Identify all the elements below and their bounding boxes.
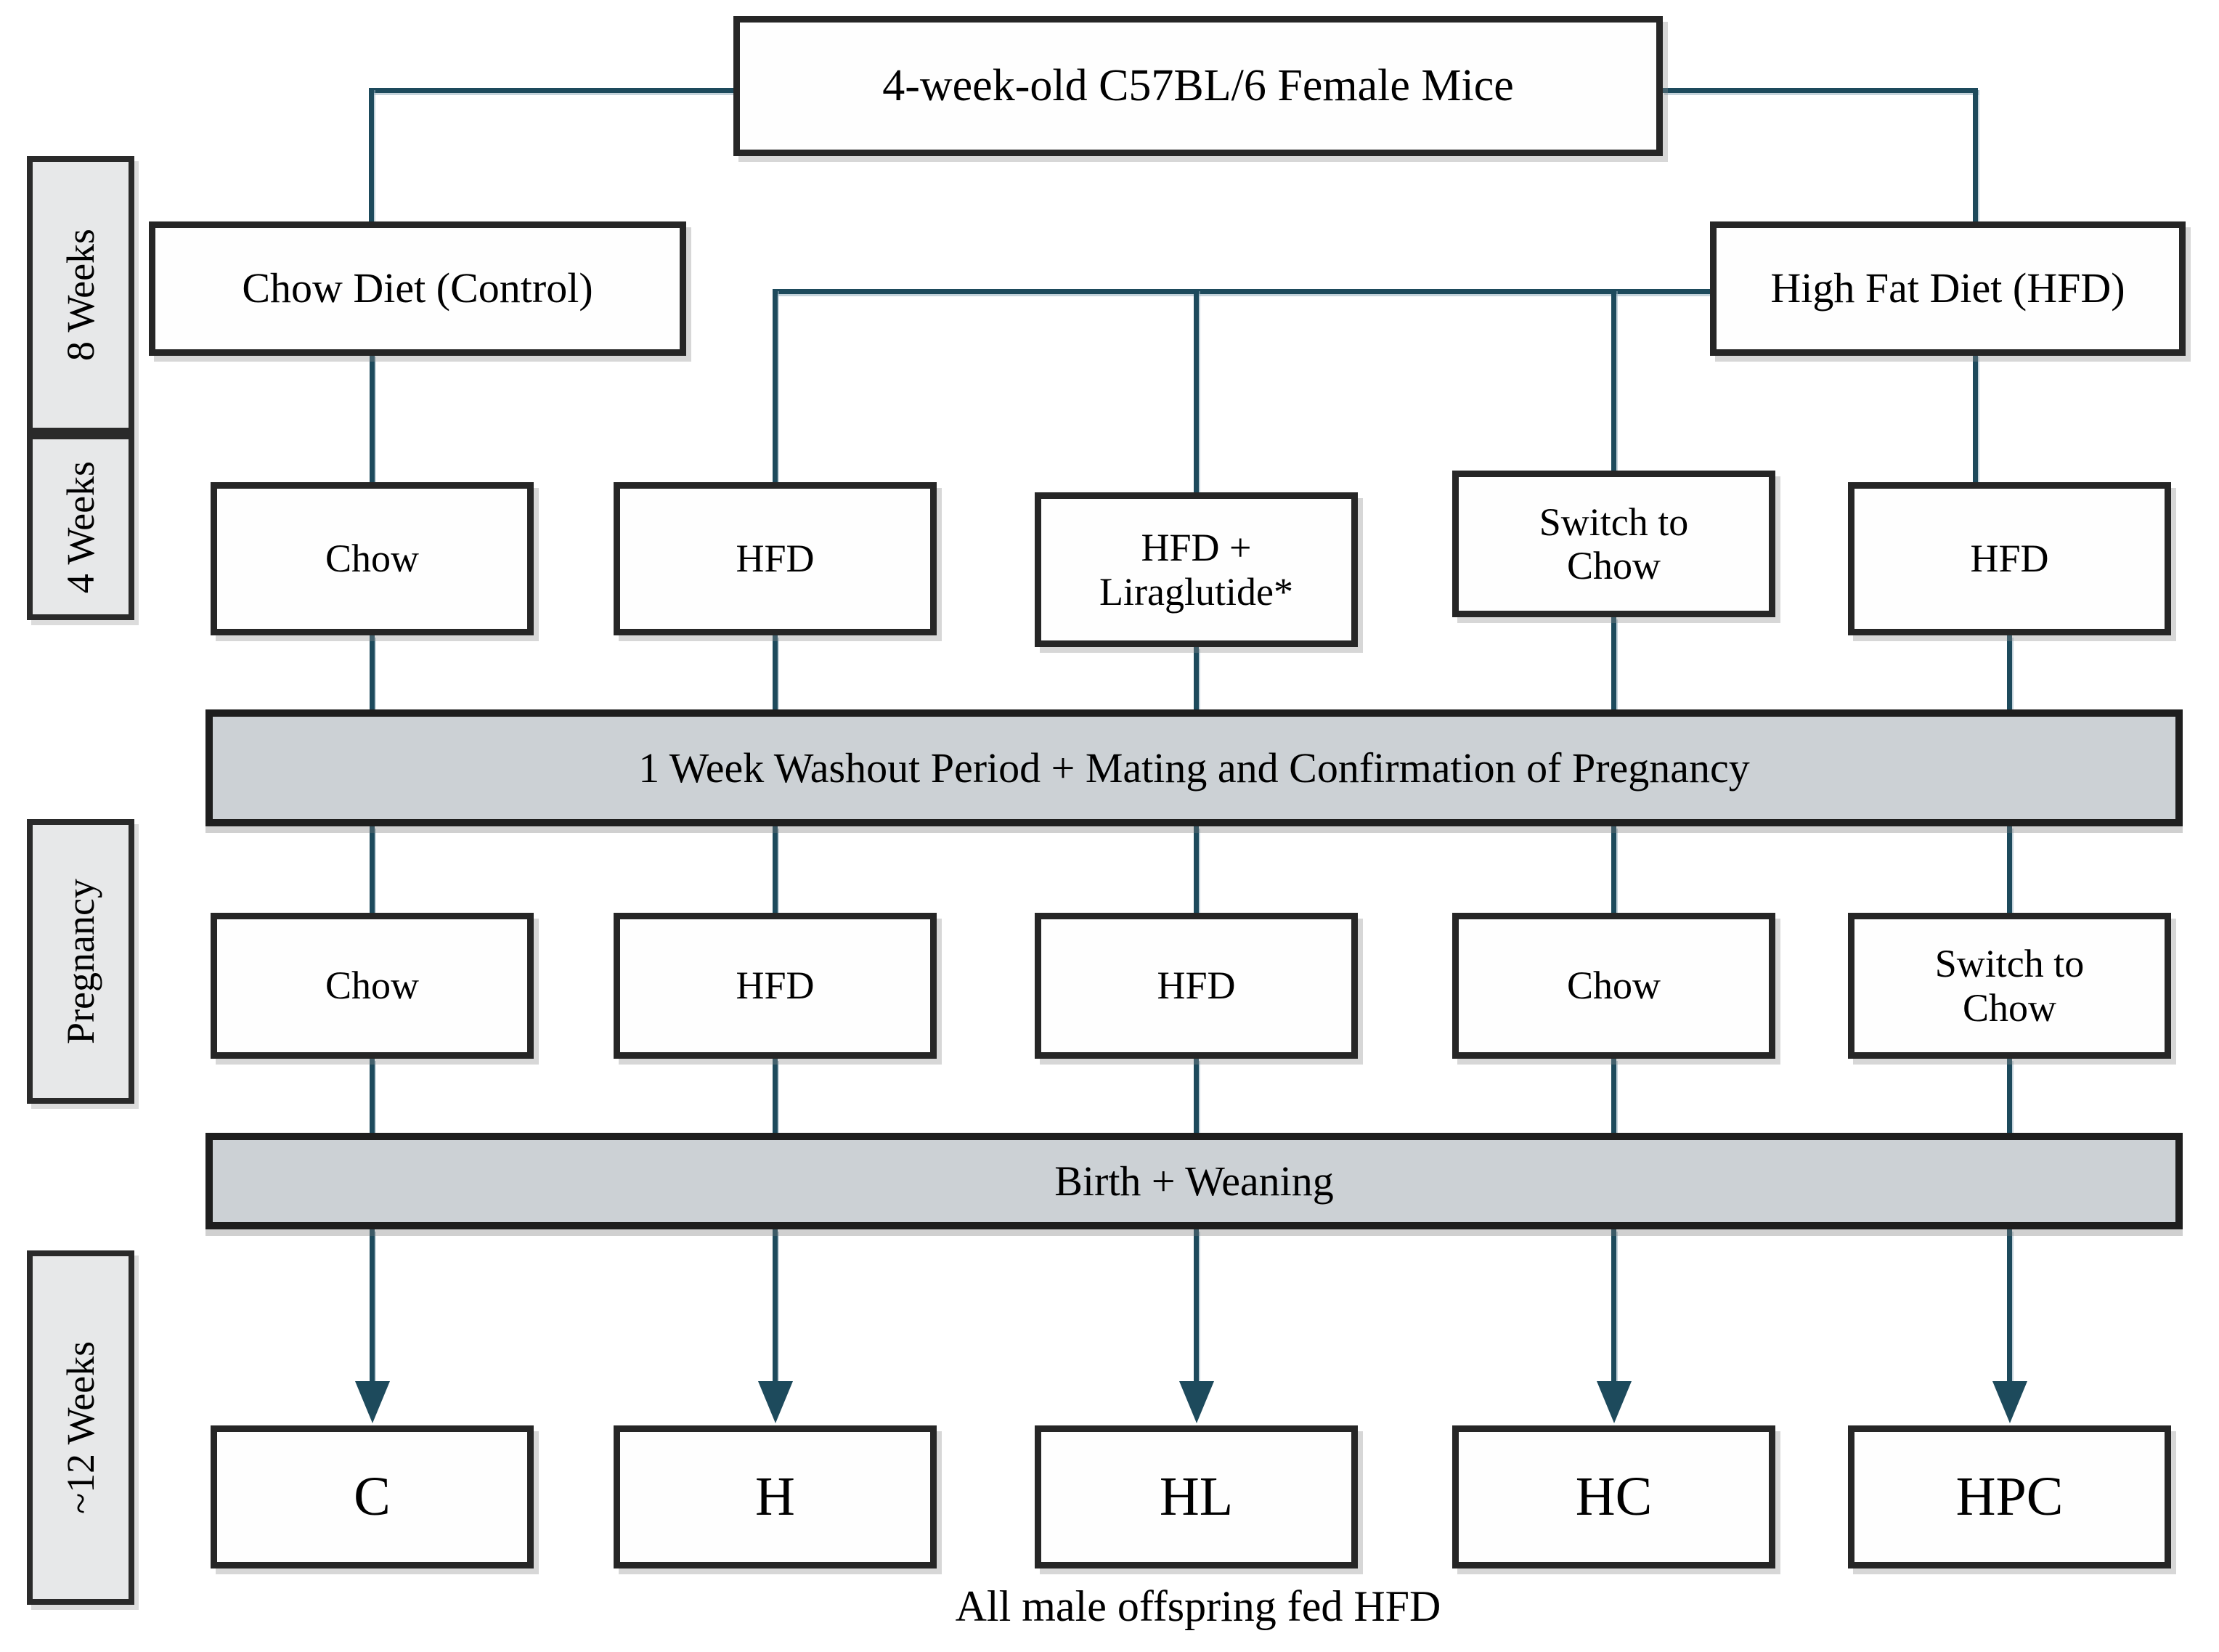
box-label: Chow bbox=[1566, 964, 1661, 1008]
box-label: Chow Diet (Control) bbox=[242, 264, 593, 312]
box-pregnancy-hfd-2: HFD bbox=[1035, 913, 1358, 1059]
connector-col2-washout-pregnancy bbox=[773, 826, 778, 913]
timeline-label-4-weeks: 4 Weeks bbox=[27, 434, 134, 620]
connector-hfd-branch-horizontal bbox=[773, 289, 1711, 294]
connector-top-right-horizontal bbox=[1663, 88, 1978, 93]
box-phase2-hfd-continued: HFD bbox=[1848, 482, 2171, 635]
group-box-hc: HC bbox=[1452, 1425, 1775, 1568]
box-label: HFD bbox=[736, 537, 815, 581]
arrow-head-icon bbox=[1992, 1381, 2027, 1423]
timeline-label-pregnancy: Pregnancy bbox=[27, 819, 134, 1104]
arrow-shaft-col4 bbox=[1611, 1229, 1616, 1386]
box-chow-diet-control: Chow Diet (Control) bbox=[149, 221, 686, 356]
timeline-label-text: ~12 Weeks bbox=[59, 1340, 102, 1515]
box-phase2-chow: Chow bbox=[211, 482, 534, 635]
group-box-h: H bbox=[614, 1425, 937, 1568]
connector-col5-pregnancy-birth bbox=[2007, 1059, 2012, 1134]
timeline-label-text: Pregnancy bbox=[59, 879, 103, 1044]
connector-col3-washout-pregnancy bbox=[1194, 826, 1199, 913]
timeline-label-text: 4 Weeks bbox=[59, 460, 102, 593]
group-label: C bbox=[354, 1465, 391, 1527]
offspring-caption: All male offspring fed HFD bbox=[955, 1582, 1441, 1630]
connector-col2-drop bbox=[773, 289, 778, 482]
connector-col3-pregnancy-birth bbox=[1194, 1059, 1199, 1134]
connector-col4-drop bbox=[1611, 289, 1616, 472]
connector-col4-pregnancy-birth bbox=[1611, 1059, 1616, 1134]
group-box-hl: HL bbox=[1035, 1425, 1358, 1568]
arrow-shaft-col3 bbox=[1194, 1229, 1199, 1386]
connector-col1-to-washout bbox=[370, 635, 375, 711]
bar-label: Birth + Weaning bbox=[1054, 1157, 1334, 1205]
box-label: HFD bbox=[736, 964, 815, 1008]
box-label: Switch to Chow bbox=[1539, 500, 1689, 587]
box-label: HFD bbox=[1970, 537, 2049, 581]
box-high-fat-diet: High Fat Diet (HFD) bbox=[1710, 221, 2186, 356]
box-phase2-switch-to-chow: Switch to Chow bbox=[1452, 471, 1775, 617]
box-phase2-hfd: HFD bbox=[614, 482, 937, 635]
connector-col2-to-washout bbox=[773, 635, 778, 711]
connector-col5-to-washout bbox=[2007, 635, 2012, 711]
birth-weaning-bar: Birth + Weaning bbox=[205, 1133, 2183, 1229]
connector-col5-washout-pregnancy bbox=[2007, 826, 2012, 913]
connector-col1-washout-pregnancy bbox=[370, 826, 375, 913]
box-pregnancy-switch-to-chow: Switch to Chow bbox=[1848, 913, 2171, 1059]
arrow-shaft-col2 bbox=[773, 1229, 778, 1386]
box-label: High Fat Diet (HFD) bbox=[1770, 264, 2125, 312]
title-box: 4-week-old C57BL/6 Female Mice bbox=[733, 16, 1663, 156]
arrow-head-icon bbox=[758, 1381, 793, 1423]
connector-col3-to-washout bbox=[1194, 647, 1199, 711]
box-phase2-hfd-liraglutide: HFD + Liraglutide* bbox=[1035, 492, 1358, 647]
connector-col5-phase1-phase2 bbox=[1973, 354, 1978, 482]
box-label: Chow bbox=[325, 964, 419, 1008]
box-label: HFD + Liraglutide* bbox=[1099, 526, 1293, 614]
box-label: Switch to Chow bbox=[1934, 942, 2085, 1030]
box-label: HFD bbox=[1157, 964, 1236, 1008]
connector-top-right-vertical bbox=[1973, 88, 1978, 223]
connector-col1-phase1-phase2 bbox=[370, 354, 375, 482]
group-box-hpc: HPC bbox=[1848, 1425, 2171, 1568]
bar-label: 1 Week Washout Period + Mating and Confi… bbox=[638, 744, 1750, 792]
connector-top-left-horizontal bbox=[370, 88, 733, 93]
arrow-shaft-col5 bbox=[2007, 1229, 2012, 1386]
connector-col4-washout-pregnancy bbox=[1611, 826, 1616, 913]
washout-mating-bar: 1 Week Washout Period + Mating and Confi… bbox=[205, 709, 2183, 826]
box-pregnancy-chow-2: Chow bbox=[1452, 913, 1775, 1059]
connector-col4-to-washout bbox=[1611, 617, 1616, 711]
arrow-shaft-col1 bbox=[370, 1229, 375, 1386]
group-box-c: C bbox=[211, 1425, 534, 1568]
group-label: H bbox=[755, 1465, 795, 1527]
box-pregnancy-hfd-1: HFD bbox=[614, 913, 937, 1059]
box-pregnancy-chow-1: Chow bbox=[211, 913, 534, 1059]
timeline-label-12-weeks: ~12 Weeks bbox=[27, 1250, 134, 1605]
connector-col3-drop bbox=[1194, 289, 1199, 494]
arrow-head-icon bbox=[355, 1381, 390, 1423]
arrow-head-icon bbox=[1597, 1381, 1632, 1423]
arrow-head-icon bbox=[1179, 1381, 1214, 1423]
title-text: 4-week-old C57BL/6 Female Mice bbox=[882, 60, 1514, 110]
timeline-label-text: 8 Weeks bbox=[59, 228, 102, 362]
group-label: HPC bbox=[1955, 1465, 2064, 1527]
box-label: Chow bbox=[325, 537, 419, 581]
connector-top-left-vertical bbox=[369, 88, 374, 223]
connector-col1-pregnancy-birth bbox=[370, 1059, 375, 1134]
group-label: HL bbox=[1159, 1465, 1234, 1527]
group-label: HC bbox=[1575, 1465, 1653, 1527]
timeline-label-8-weeks: 8 Weeks bbox=[27, 156, 134, 434]
connector-col2-pregnancy-birth bbox=[773, 1059, 778, 1134]
